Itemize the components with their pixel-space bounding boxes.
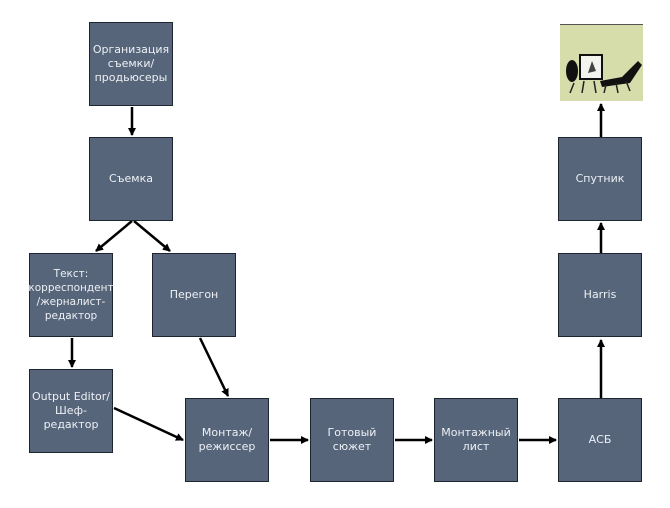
node-harris: Harris [558,253,642,337]
arrow-transfer-to-editing [198,337,230,397]
node-edit-sheet: Монтажный лист [434,398,518,482]
node-satellite: Спутник [558,137,642,221]
node-editing: Монтаж/ режиссер [185,398,269,482]
tv-broadcast-illustration-icon [560,24,643,101]
node-ready-story: Готовый сюжет [310,398,394,482]
node-text: Текст: корреспондент /жерналист- редакто… [28,253,114,337]
arrow-shooting-to-text [95,220,133,252]
node-shooting: Съемка [89,137,173,221]
node-output-editor: Output Editor/ Шеф-редактор [29,369,113,453]
arrow-output-to-editing [113,406,184,442]
arrow-shooting-to-transfer [133,220,171,252]
node-organization: Организация съемки/ продьюсеры [89,22,173,106]
node-asb: АСБ [558,398,642,482]
node-transfer: Перегон [152,253,236,337]
